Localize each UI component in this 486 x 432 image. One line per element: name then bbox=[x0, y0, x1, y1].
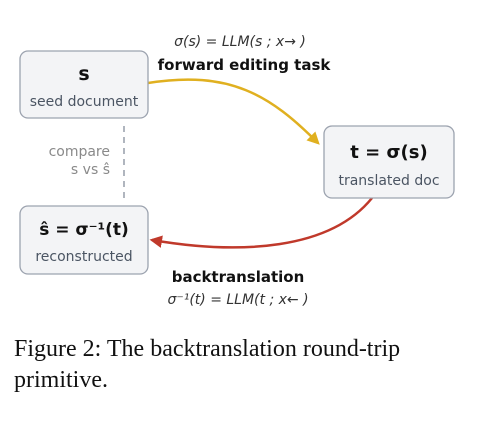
node-translated-doc: t = σ(s) translated doc bbox=[323, 125, 455, 199]
node-seed-title: s bbox=[78, 63, 89, 85]
node-reconstructed-title: ŝ = σ⁻¹(t) bbox=[39, 220, 129, 240]
node-seed-subtitle: seed document bbox=[30, 94, 139, 110]
node-reconstructed-subtitle: reconstructed bbox=[35, 249, 132, 265]
backtranslation-formula: σ⁻¹(t) = LLM(t ; x← ) bbox=[167, 292, 308, 308]
backtranslation-label: backtranslation bbox=[172, 268, 305, 286]
node-seed-document: s seed document bbox=[19, 50, 149, 119]
compare-label-line2: s vs ŝ bbox=[71, 162, 110, 178]
round-trip-diagram: σ(s) = LLM(s ; x→ ) forward editing task… bbox=[19, 34, 455, 308]
compare-label-line1: compare bbox=[49, 144, 110, 160]
forward-label: forward editing task bbox=[158, 56, 332, 74]
node-translated-subtitle: translated doc bbox=[338, 173, 439, 189]
forward-formula: σ(s) = LLM(s ; x→ ) bbox=[174, 34, 306, 50]
backtranslation-arrow bbox=[149, 197, 373, 249]
node-reconstructed: ŝ = σ⁻¹(t) reconstructed bbox=[19, 205, 149, 275]
figure-caption: Figure 2: The backtranslation round-trip… bbox=[14, 336, 401, 393]
node-translated-title: t = σ(s) bbox=[350, 142, 427, 163]
forward-arrow bbox=[147, 78, 320, 145]
